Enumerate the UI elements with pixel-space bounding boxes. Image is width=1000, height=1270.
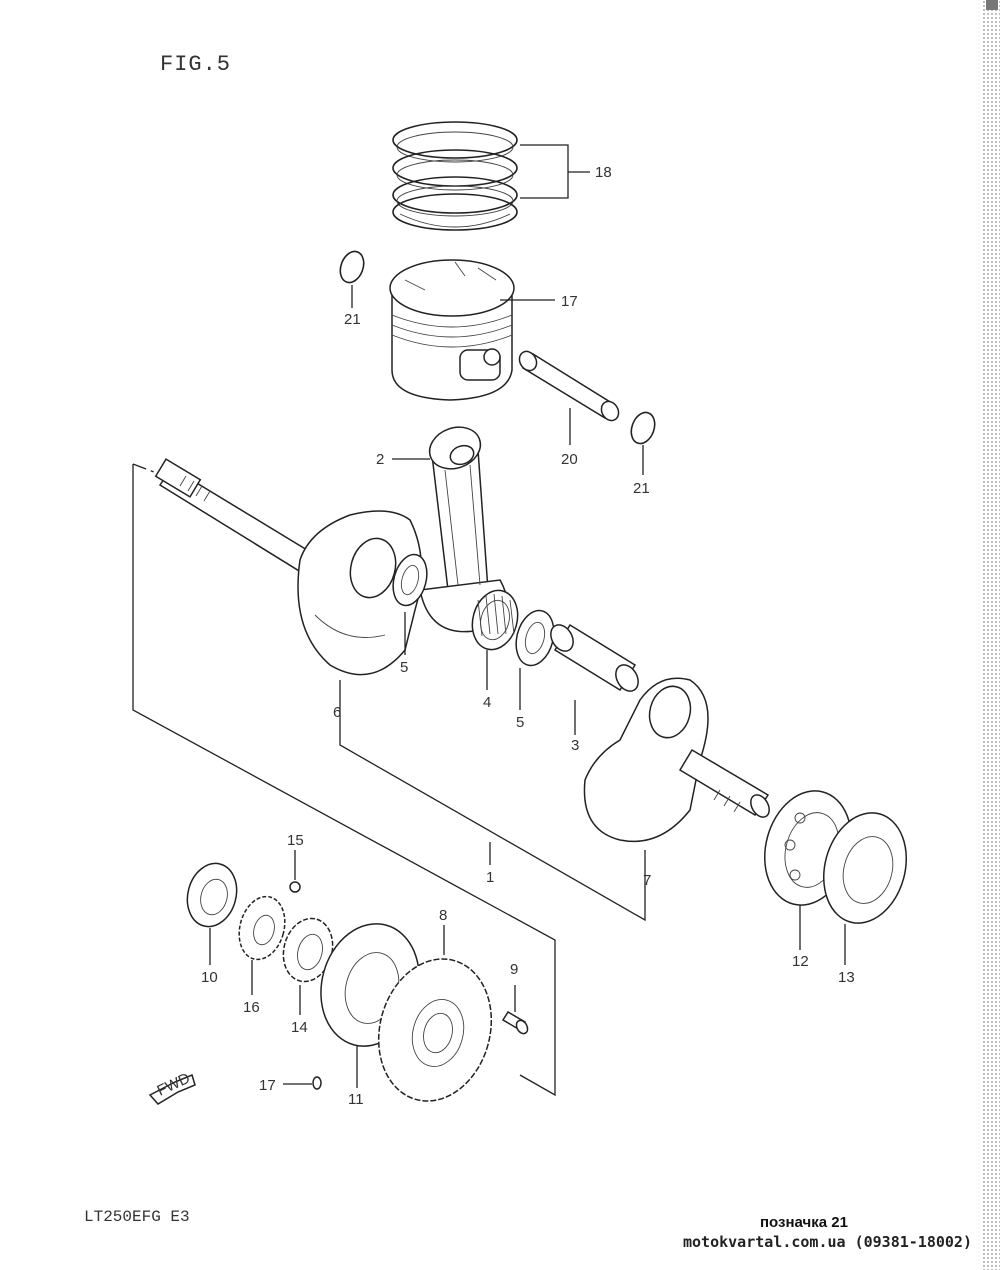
callout-3: 3 (571, 737, 579, 754)
piston-part (389, 259, 515, 401)
callout-12: 12 (792, 953, 809, 970)
callout-17: 17 (259, 1077, 276, 1094)
piston-pin-part (518, 350, 620, 422)
site-watermark: motokvartal.com.ua (09381-18002) (683, 1233, 972, 1251)
callout-5-left: 5 (400, 659, 408, 676)
callout-13: 13 (838, 969, 855, 986)
callout-10: 10 (201, 969, 218, 986)
callout-6: 6 (333, 704, 341, 721)
small-gear-part (238, 895, 286, 961)
circlip-parts (339, 250, 656, 445)
oil-seal-right-part (822, 812, 908, 924)
crank-pin-part (550, 623, 639, 692)
large-gear-part (377, 958, 493, 1102)
callout-16: 16 (243, 999, 260, 1016)
callout-14: 14 (291, 1019, 308, 1036)
scan-edge-dots (982, 0, 1000, 1270)
callout-18: 17 (561, 293, 578, 310)
leader-lines (209, 144, 846, 1088)
callout-labels: 18 17 21 20 21 2 5 4 5 3 6 1 7 12 13 15 … (201, 164, 855, 1108)
figure-title: FIG.5 (160, 52, 232, 77)
callout-20: 20 (561, 451, 578, 468)
page-caption: позначка 21 (760, 1214, 848, 1231)
callout-5-right: 5 (516, 714, 524, 731)
callout-7: 7 (643, 872, 651, 889)
dowel-pin-part (501, 1010, 529, 1035)
model-code: LT250EFG E3 (84, 1208, 190, 1226)
needle-bearing-part (471, 589, 519, 651)
callout-21-lower: 21 (633, 480, 650, 497)
main-bearing-left-part (186, 862, 238, 928)
callout-1: 1 (486, 869, 494, 886)
crank-left-half-part (154, 458, 423, 676)
washer-part (312, 1076, 322, 1090)
thrust-washer-parts (392, 553, 555, 667)
callout-4: 4 (483, 694, 491, 711)
key-part (289, 881, 301, 893)
callout-11: 11 (348, 1091, 364, 1108)
callout-15: 15 (287, 832, 304, 849)
piston-rings-part (392, 121, 518, 231)
callout-19: 18 (595, 164, 612, 181)
callout-2: 2 (376, 451, 384, 468)
crank-right-half-part (583, 677, 770, 843)
callout-9: 9 (510, 961, 518, 978)
corner-mark (986, 0, 998, 10)
fwd-arrow-icon: FWD (148, 1070, 196, 1105)
callout-8: 8 (439, 907, 447, 924)
callout-21-upper: 21 (344, 311, 361, 328)
